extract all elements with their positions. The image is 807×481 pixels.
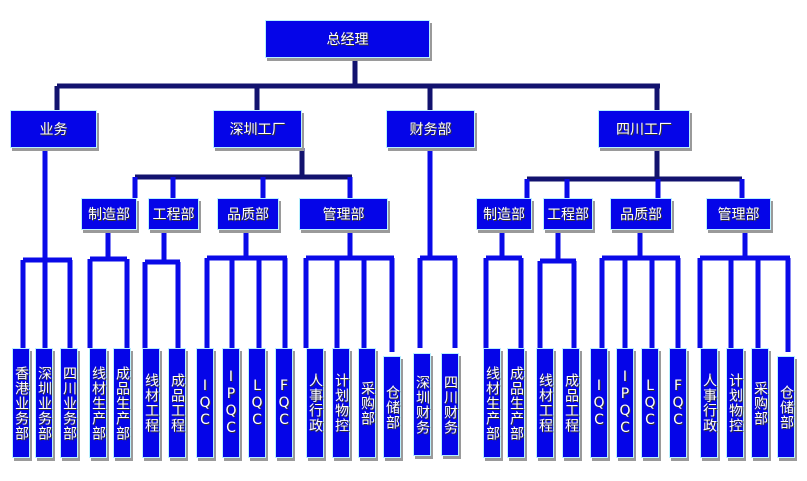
division-node-label: 深圳工厂 — [229, 122, 286, 138]
team-node-label: 线材生产部 — [484, 365, 500, 441]
team-node-label: 采购部 — [752, 380, 768, 426]
department-node-label: 品质部 — [227, 207, 269, 223]
team-node-label: 成品工程 — [563, 373, 579, 433]
department-node-label: 工程部 — [547, 207, 589, 223]
team-node: 香港业务部 — [12, 348, 30, 458]
team-node-label: 成品生产部 — [114, 365, 130, 441]
team-node-label: LQC — [249, 377, 265, 429]
team-node: IPQC — [616, 348, 634, 458]
division-node: 业务 — [10, 110, 97, 148]
team-node-label: FQC — [276, 377, 292, 429]
department-node: 工程部 — [148, 198, 199, 230]
team-node: IPQC — [222, 348, 240, 458]
team-node-label: IPQC — [617, 369, 633, 437]
department-node-label: 管理部 — [717, 207, 760, 223]
team-node-label: 线材生产部 — [90, 365, 106, 441]
team-node: 成品工程 — [562, 348, 580, 458]
team-node: 深圳业务部 — [35, 348, 53, 458]
team-node-label: 计划物控 — [727, 373, 743, 433]
division-node-label: 四川工厂 — [616, 122, 672, 138]
team-node-label: 仓储部 — [384, 384, 400, 430]
team-node: 四川业务部 — [60, 348, 78, 458]
department-node-label: 品质部 — [620, 207, 662, 223]
department-node: 管理部 — [299, 198, 388, 230]
team-node-label: 深圳业务部 — [36, 365, 52, 441]
team-node-label: IQC — [197, 377, 213, 429]
team-node-label: 采购部 — [359, 380, 375, 426]
department-node: 品质部 — [217, 198, 279, 230]
team-node-label: 人事行政 — [307, 373, 323, 433]
team-node-label: FQC — [670, 377, 686, 429]
department-node: 工程部 — [543, 198, 593, 230]
division-node-label: 财务部 — [409, 122, 452, 138]
division-node: 四川工厂 — [598, 110, 690, 148]
root-node-ceo-label: 总经理 — [326, 32, 369, 48]
department-node-label: 工程部 — [152, 207, 195, 223]
team-node-label: LQC — [642, 377, 658, 429]
division-node: 财务部 — [386, 110, 475, 148]
team-node: LQC — [641, 348, 659, 458]
root-node-ceo: 总经理 — [265, 20, 430, 58]
team-node: 线材工程 — [142, 348, 160, 458]
team-node-label: 人事行政 — [701, 373, 717, 433]
team-node: IQC — [196, 348, 214, 458]
team-node: 计划物控 — [332, 348, 350, 458]
team-node-label: 计划物控 — [333, 373, 349, 433]
team-node: 采购部 — [751, 348, 769, 458]
department-node: 品质部 — [610, 198, 672, 230]
team-node: 计划物控 — [726, 348, 744, 458]
team-node: FQC — [669, 348, 687, 458]
team-node-label: 四川业务部 — [61, 365, 77, 441]
team-node: 仓储部 — [383, 356, 401, 458]
team-node: 线材生产部 — [89, 348, 107, 458]
team-node-label: 线材工程 — [143, 373, 159, 433]
team-node: FQC — [275, 348, 293, 458]
team-node: 成品工程 — [168, 348, 186, 458]
team-node-label: 深圳财务 — [414, 374, 430, 435]
department-node: 管理部 — [706, 198, 771, 230]
team-node: 深圳财务 — [413, 353, 431, 456]
division-node: 深圳工厂 — [213, 110, 302, 148]
team-node: 成品生产部 — [507, 348, 525, 458]
department-node: 制造部 — [476, 198, 532, 230]
department-node: 制造部 — [81, 198, 137, 230]
team-node: IQC — [590, 348, 608, 458]
team-node: 线材生产部 — [483, 348, 501, 458]
department-node-label: 管理部 — [322, 207, 365, 223]
team-node-label: 线材工程 — [537, 373, 553, 433]
team-node-label: IPQC — [223, 369, 239, 437]
team-node: 线材工程 — [536, 348, 554, 458]
team-node: 四川财务 — [441, 353, 459, 456]
team-node-label: IQC — [591, 377, 607, 429]
department-node-label: 制造部 — [483, 207, 525, 223]
team-node-label: 成品生产部 — [508, 365, 524, 441]
team-node: 采购部 — [358, 348, 376, 458]
team-node-label: 仓储部 — [778, 384, 794, 430]
department-node-label: 制造部 — [88, 207, 130, 223]
team-node: LQC — [248, 348, 266, 458]
team-node: 人事行政 — [306, 348, 324, 458]
team-node-label: 成品工程 — [169, 373, 185, 433]
team-node-label: 香港业务部 — [13, 365, 29, 441]
team-node: 人事行政 — [700, 348, 718, 458]
team-node-label: 四川财务 — [442, 374, 458, 435]
team-node: 仓储部 — [777, 356, 795, 458]
team-node: 成品生产部 — [113, 348, 131, 458]
division-node-label: 业务 — [39, 122, 68, 138]
